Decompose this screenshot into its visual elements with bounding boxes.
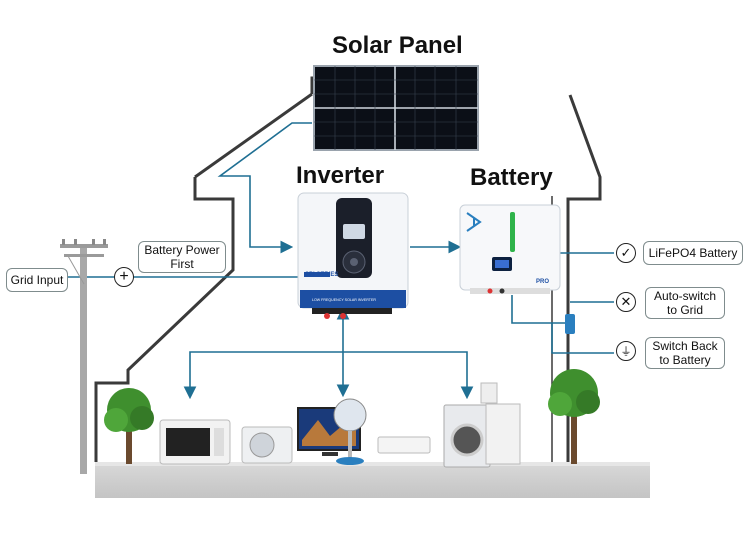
switch-back-line1: Switch Back: [652, 339, 718, 353]
switch-connector: [565, 314, 575, 334]
utility-pole: [60, 239, 108, 474]
inverter-subtitle-text: LOW FREQUENCY SOLAR INVERTER: [312, 298, 376, 302]
inverter-title: Inverter: [296, 162, 385, 189]
battery-device: [459, 204, 561, 294]
lifepo4-battery-label: LiFePO4 Battery: [643, 241, 743, 265]
auto-switch-line2: to Grid: [666, 303, 703, 317]
microwave-appliance: [159, 419, 231, 465]
air-conditioner-appliance: [241, 426, 293, 464]
battery-power-first-line2: First: [170, 257, 194, 271]
switch-back-label: Switch Back to Battery: [645, 337, 725, 369]
flow-lines: [68, 122, 614, 400]
fan-appliance: [333, 398, 367, 465]
auto-switch-label: Auto-switch to Grid: [645, 287, 725, 319]
battery-badge-text: PRO: [536, 279, 549, 285]
plus-circle-icon: +: [114, 267, 134, 287]
inverter-device: [297, 192, 409, 319]
inverter-series-text: SPI SERIES: [305, 272, 338, 278]
auto-switch-line1: Auto-switch: [653, 289, 717, 303]
battery-power-first-label: Battery Power First: [138, 241, 226, 273]
washing-machine-appliance: [443, 404, 491, 468]
tree-right: [548, 369, 600, 464]
check-circle-icon: ✓: [616, 243, 636, 263]
grid-input-label: Grid Input: [6, 268, 68, 292]
speaker-appliance: [377, 436, 431, 454]
battery-title: Battery: [470, 164, 553, 191]
solar-panel-title: Solar Panel: [332, 32, 463, 59]
battery-power-first-line1: Battery Power: [144, 243, 220, 257]
ground-slab: [95, 462, 650, 498]
switch-back-icon: ⏚: [616, 341, 636, 361]
water-heater-appliance: [480, 382, 521, 465]
x-circle-icon: ✕: [616, 292, 636, 312]
switch-back-line2: to Battery: [659, 353, 711, 367]
solar-panel: [313, 65, 479, 151]
tree-left: [104, 388, 154, 464]
